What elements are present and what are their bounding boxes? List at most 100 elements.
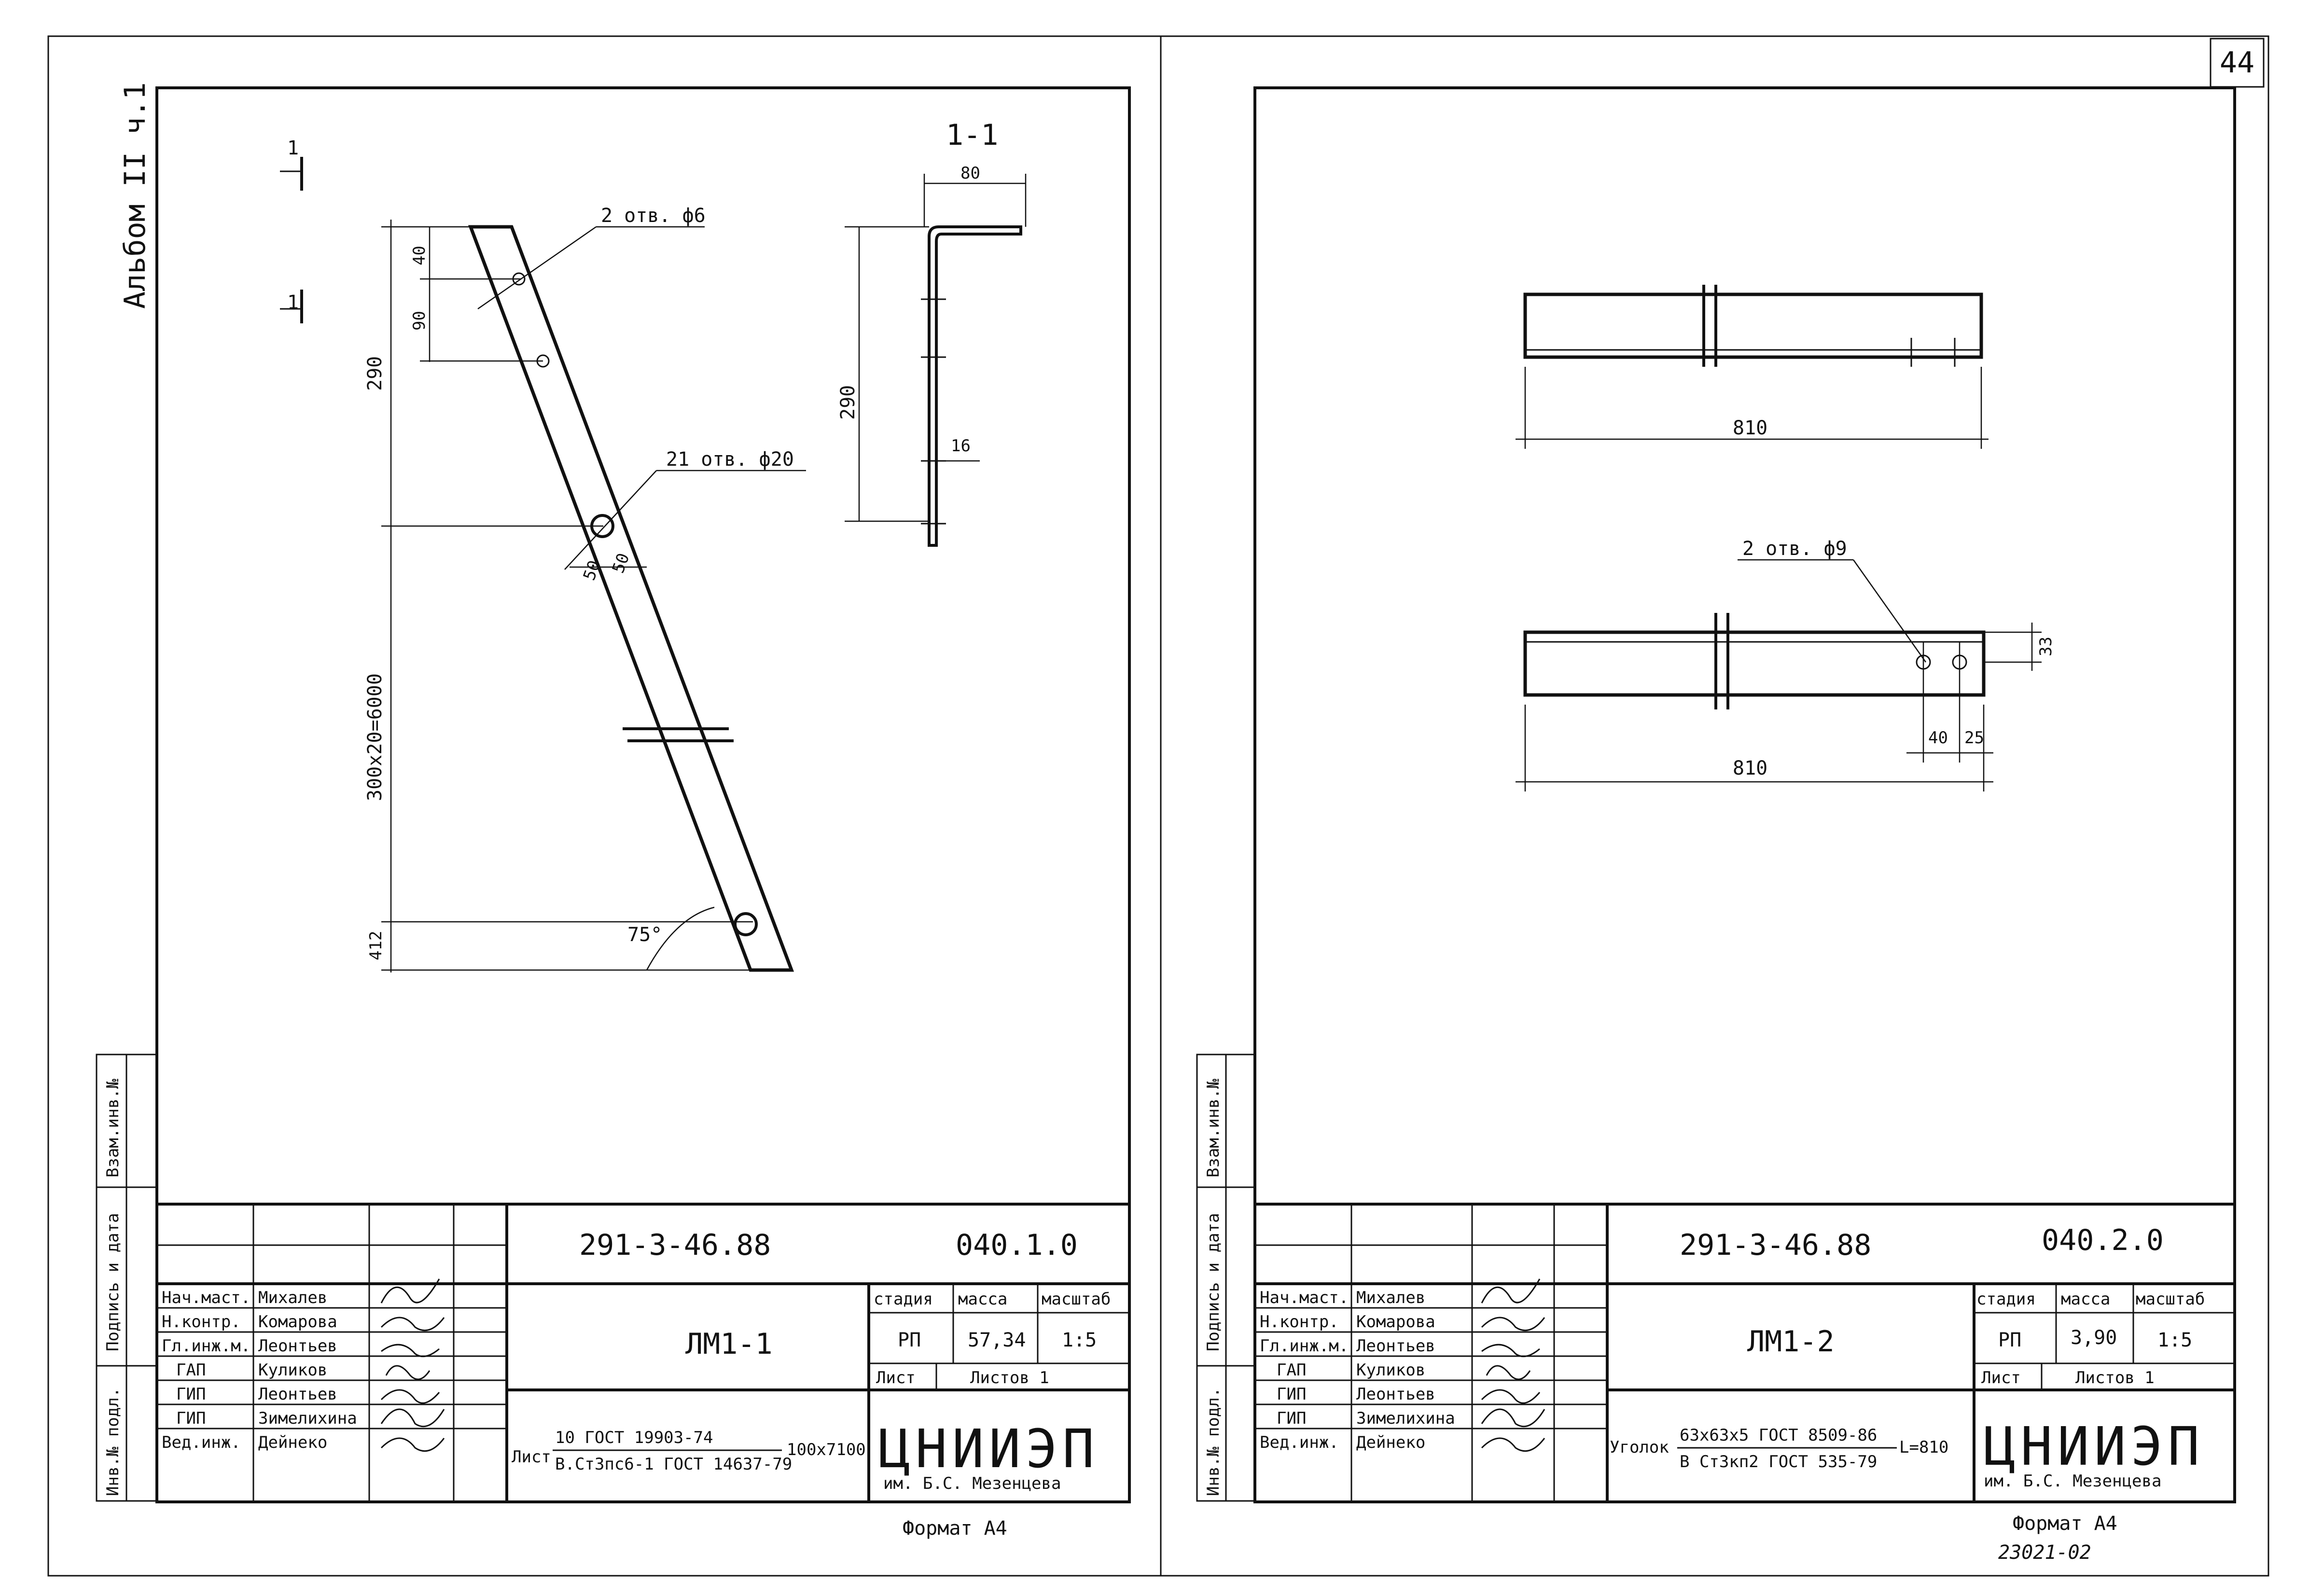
drawing-text: 1:5 [2157, 1329, 2192, 1351]
drawing-text: Гл.инж.м. [162, 1336, 250, 1356]
drawing-text: Михалев [1356, 1288, 1425, 1307]
signature-mark [380, 1408, 445, 1428]
drawing-text: ГИП [1277, 1385, 1306, 1404]
drawing-text: Взам.инв.№ [1204, 1079, 1223, 1178]
drawing-text: ГИП [176, 1385, 206, 1404]
drawing-text: ГИП [1277, 1409, 1306, 1428]
drawing-text: L=810 [1899, 1438, 1948, 1457]
mass-header: масса [958, 1290, 1007, 1309]
drawing-text: ГАП [1277, 1360, 1306, 1380]
album-label: Альбом II ч.1 [118, 82, 152, 309]
drawing-text: 412 [366, 931, 386, 960]
drawing-text: 40 [410, 246, 429, 265]
drawing-text: РП [1998, 1329, 2021, 1351]
material-suffix: 100x7100 [787, 1440, 866, 1459]
drawing-text: В Ст3кп2 ГОСТ 535-79 [1680, 1452, 1877, 1471]
drawing-line [1481, 1278, 1541, 1304]
sheet-2-title-block: 291-3-46.88 040.2.0 ЛМ1-2 стадия масса м… [1255, 1203, 2235, 1501]
drawing-text: 25 [1964, 728, 1984, 748]
sheet-1: Взам.инв.№ Подпись и дата Инв.№ подл. [96, 86, 1131, 1540]
drawing-text: Дейнеко [258, 1433, 327, 1452]
outer-frame [47, 35, 2269, 1577]
drawing-text: 291-3-46.88 [1680, 1228, 1871, 1262]
bottom-code: 23021-02 [1998, 1541, 2091, 1564]
sheets-count: Листов 1 [970, 1368, 1049, 1388]
drawing-text: 63x63x5 ГОСТ 8509-86 [1680, 1426, 1877, 1445]
material-bottom: В.Ст3пс6-1 ГОСТ 14637-79 [555, 1455, 792, 1474]
drawing-text: Формат А4 [2013, 1513, 2117, 1535]
sheet-1-title-block: 291-3-46.88 040.1.0 ЛМ1-1 стадия масса м… [157, 1203, 1129, 1501]
format-label: Формат А4 [903, 1517, 1007, 1540]
drawing-text: Инв.№ подл. [1204, 1388, 1223, 1496]
sheet-code: 040.1.0 [956, 1228, 1078, 1262]
drawing-text: 50 [580, 558, 605, 583]
part-title: ЛМ1-1 [685, 1327, 773, 1361]
callout-holes: 2 отв. ф9 [1742, 538, 1847, 560]
drawing-line [1481, 1408, 1545, 1428]
drawing-line [1481, 1317, 1545, 1332]
drawing-text: Вед.инж. [1260, 1433, 1339, 1452]
angle-front-view: 40 25 33 810 2 отв. ф9 [1516, 538, 2056, 791]
drawing-line [1481, 1389, 1541, 1404]
signature-mark [385, 1365, 431, 1380]
page-number-box [2210, 38, 2265, 88]
drawing-text: ЛМ1-2 [1747, 1325, 1835, 1359]
drawing-text: ГИП [176, 1409, 206, 1428]
drawing-text: 40 [1928, 728, 1948, 748]
drawing-text: Михалев [258, 1288, 327, 1307]
callout-small-holes: 2 отв. ф6 [601, 205, 706, 227]
large-hole [734, 912, 758, 936]
ladder-bar-outline [468, 225, 794, 972]
drawing-text: Зимелихина [1356, 1409, 1455, 1428]
drawing-text: Подпись и дата [1204, 1213, 1223, 1351]
drawing-line [1481, 1344, 1540, 1358]
page-number: 44 [2220, 46, 2254, 80]
drawing-text: Н.контр. [1260, 1312, 1339, 1332]
callout-large-holes: 21 отв. ф20 [666, 448, 794, 471]
drawing-text: 300x20=6000 [364, 673, 386, 801]
drawing-line [1523, 630, 1986, 697]
drawing-text: Зимелихина [258, 1409, 357, 1428]
section-1-1-view: 1-1 80 290 16 [837, 118, 1027, 547]
drawing-text: ГАП [176, 1360, 206, 1380]
svg-text:стадия: стадия [1976, 1290, 2036, 1309]
side-label-replace: Взам.инв.№ [103, 1079, 123, 1178]
drawing-text: Дейнеко [1356, 1433, 1425, 1452]
drawing-text: 3,90 [2071, 1327, 2117, 1349]
drawing-text: ЦНИИЭП [1984, 1416, 2204, 1477]
drawing-text: Леонтьев [1356, 1385, 1435, 1404]
drawing-text: Леонтьев [258, 1336, 337, 1356]
section-mark: 1 [287, 137, 299, 159]
drawing-text: Комарова [258, 1312, 337, 1332]
drawing-text: Листов 1 [2075, 1368, 2155, 1388]
org-logo: ЦНИИЭП [878, 1418, 1099, 1480]
org-sub: им. Б.С. Мезенцева [883, 1474, 1061, 1493]
stage-value: РП [898, 1329, 921, 1351]
drawing-text: 16 [951, 436, 971, 456]
stage-header: стадия [874, 1290, 933, 1309]
drawing-line [477, 226, 597, 310]
drawing-text: Комарова [1356, 1312, 1435, 1332]
signature-mark [380, 1389, 440, 1404]
drawing-text: Н.контр. [162, 1312, 241, 1332]
scale-value: 1:5 [1062, 1329, 1097, 1351]
scale-header: масштаб [1042, 1290, 1111, 1309]
drawing-text: Куликов [258, 1360, 327, 1380]
signature-mark [380, 1437, 445, 1452]
signature-mark [381, 1344, 440, 1358]
side-label-signature: Подпись и дата [103, 1213, 123, 1351]
signature-mark [380, 1317, 445, 1332]
sheet-2-frame [1253, 86, 2236, 1503]
drawing-text: 290 [364, 356, 386, 391]
drawing-text: 040.2.0 [2042, 1223, 2164, 1257]
ladder-bar-view: 1 1 290 40 90 300x20=6000 412 50 50 75° [280, 137, 806, 972]
drawing-text: 50 [609, 551, 634, 576]
drawing-text: Гл.инж.м. [1260, 1336, 1349, 1356]
drawing-text: Нач.маст. [162, 1288, 250, 1307]
drawing-line [564, 470, 657, 570]
drawing-text: 290 [837, 385, 859, 420]
angle-top-view: 810 [1516, 285, 1989, 449]
drawing-text: 90 [410, 311, 429, 331]
drawing-text: Уголок [1610, 1438, 1669, 1457]
section-label: 1-1 [946, 118, 998, 152]
